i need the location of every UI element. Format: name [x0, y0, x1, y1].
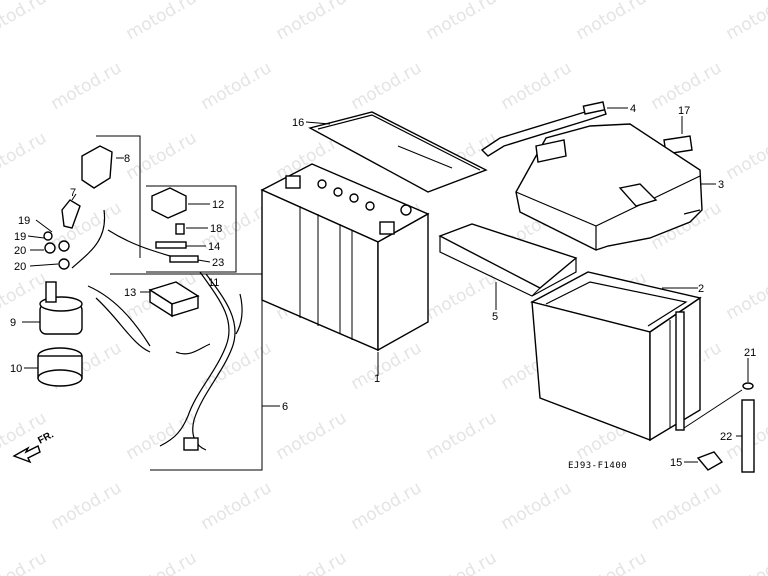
callout-22: 22	[720, 431, 732, 443]
watermark-text: motod.ru	[0, 0, 50, 44]
clip	[696, 451, 724, 471]
callout-20-second: 20	[14, 261, 26, 273]
watermark-text: motod.ru	[198, 478, 276, 534]
watermark-text: motod.ru	[0, 128, 50, 184]
watermark-text: motod.ru	[48, 478, 126, 534]
fuse-box	[148, 281, 200, 318]
bracket-6	[110, 273, 263, 471]
watermark-text: motod.ru	[423, 548, 501, 576]
watermark-text: motod.ru	[348, 338, 426, 394]
fuse-holder-clip	[155, 241, 187, 249]
watermark-text: motod.ru	[723, 0, 768, 44]
watermark-text: motod.ru	[123, 0, 201, 44]
bolt	[58, 240, 70, 252]
watermark-text: motod.ru	[198, 58, 276, 114]
watermark-text: motod.ru	[0, 548, 50, 576]
watermark-text: motod.ru	[273, 548, 351, 576]
callout-16: 16	[292, 117, 304, 129]
callout-9: 9	[10, 317, 16, 329]
callout-17: 17	[678, 105, 690, 117]
nut	[58, 258, 70, 270]
watermark-text: motod.ru	[423, 268, 501, 324]
leader-lines	[22, 107, 749, 463]
watermark-text: motod.ru	[573, 548, 651, 576]
relay-boot	[37, 347, 83, 387]
terminal-boot	[61, 199, 81, 229]
watermark-text: motod.ru	[348, 478, 426, 534]
bracket-11	[146, 185, 237, 273]
battery-band	[480, 101, 607, 157]
callout-23: 23	[212, 257, 224, 269]
callout-19: 19	[18, 215, 30, 227]
callout-4: 4	[630, 103, 636, 115]
watermark-text: motod.ru	[198, 338, 276, 394]
rubber-tube	[741, 399, 755, 473]
nut	[44, 242, 56, 254]
watermark-text: motod.ru	[498, 478, 576, 534]
callout-1: 1	[374, 373, 380, 385]
watermark-text: motod.ru	[723, 268, 768, 324]
callout-19-second: 19	[14, 231, 26, 243]
watermark-text: motod.ru	[423, 0, 501, 44]
callout-2: 2	[698, 283, 704, 295]
callout-21: 21	[744, 347, 756, 359]
watermark-text: motod.ru	[723, 548, 768, 576]
watermark-text: motod.ru	[123, 548, 201, 576]
callout-20: 20	[14, 245, 26, 257]
watermark-text: motod.ru	[648, 478, 726, 534]
terminal-cover	[81, 145, 113, 189]
spare-fuse	[169, 255, 199, 263]
battery-cover	[515, 123, 703, 251]
callout-12: 12	[212, 199, 224, 211]
watermark-text: motod.ru	[573, 0, 651, 44]
rubber-sheet	[308, 111, 488, 193]
callout-6: 6	[282, 401, 288, 413]
callout-5: 5	[492, 311, 498, 323]
direction-label: FR.	[36, 429, 56, 446]
callout-3: 3	[718, 179, 724, 191]
callout-7: 7	[70, 187, 76, 199]
callout-10: 10	[10, 363, 22, 375]
bracket-8	[96, 135, 141, 258]
fuse-box-cover	[151, 187, 187, 219]
watermark-text: motod.ru	[498, 58, 576, 114]
watermark-text: motod.ru	[348, 58, 426, 114]
foam-pad	[438, 223, 578, 297]
collar	[742, 382, 754, 390]
watermark-text: motod.ru	[723, 128, 768, 184]
callout-8: 8	[124, 153, 130, 165]
diagram-code: EJ93-F1400	[568, 461, 627, 471]
battery-wire-harness	[87, 271, 243, 451]
watermark-text: motod.ru	[273, 0, 351, 44]
fuse	[175, 223, 185, 235]
callout-18: 18	[210, 223, 222, 235]
negative-cable	[71, 209, 106, 269]
callout-labels: 16 4 17 3 2 5 1 8 7 19 19 20 20 9 10 12 …	[10, 103, 756, 469]
bolt	[43, 231, 53, 241]
battery	[260, 163, 430, 352]
battery-case	[530, 271, 702, 442]
watermark-text: motod.ru	[423, 408, 501, 464]
watermark-text: motod.ru	[273, 408, 351, 464]
watermark-text: motod.ru	[48, 58, 126, 114]
callout-13: 13	[124, 287, 136, 299]
callout-15: 15	[670, 457, 682, 469]
callout-11: 11	[208, 277, 219, 289]
starter-relay	[39, 281, 83, 335]
callout-14: 14	[208, 241, 220, 253]
